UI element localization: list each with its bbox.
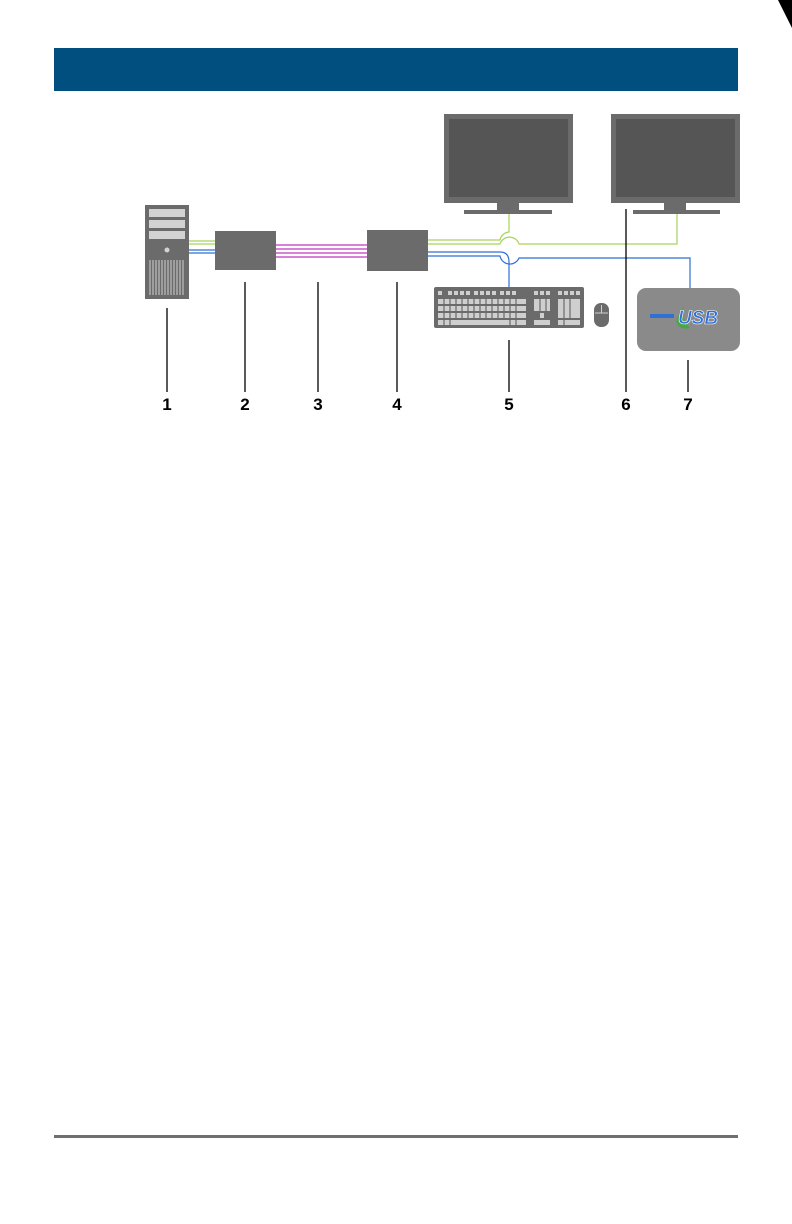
pc-tower-icon: [145, 205, 189, 299]
link-cables: [276, 245, 367, 257]
monitor-icon: [611, 114, 740, 214]
receiver-icon: [367, 230, 428, 271]
callout-2: 2: [240, 395, 249, 414]
usb-logo-text: USB: [678, 308, 718, 329]
corner-mark-icon: [778, 0, 792, 28]
mouse-icon: [594, 303, 609, 327]
pc-to-transmitter-cables: [189, 241, 215, 253]
transmitter-icon: [215, 231, 276, 270]
usb-device-icon: USB: [637, 288, 740, 351]
callout-1: 1: [162, 395, 171, 414]
video-cables: [428, 214, 677, 244]
callout-3: 3: [313, 395, 322, 414]
connection-diagram: USB 1 2 3 4 5 6 7: [0, 95, 792, 425]
header-bar: [54, 48, 738, 91]
footer-rule: [54, 1135, 738, 1138]
callout-6: 6: [621, 395, 630, 414]
callout-4: 4: [392, 395, 402, 414]
callout-7: 7: [683, 395, 692, 414]
keyboard-icon: [434, 287, 584, 328]
callout-5: 5: [504, 395, 513, 414]
monitor-icon: [444, 114, 573, 214]
usb-cables: [428, 252, 690, 289]
